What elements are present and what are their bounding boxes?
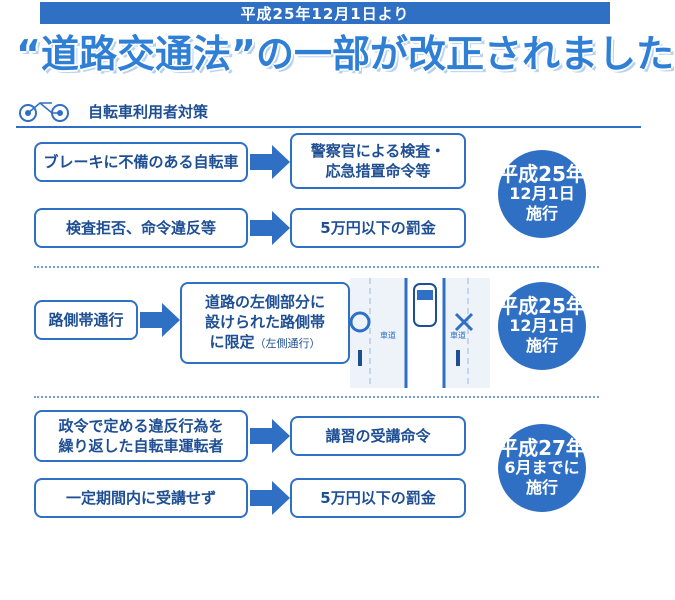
left-side-note: （左側通行） [254, 337, 321, 350]
not-attended-box: 一定期間内に受講せず [34, 478, 248, 518]
repeat-offender-box: 政令で定める違反行為を 繰り返した自転車運転者 [34, 410, 248, 462]
roadside-strip-label: 路側帯通行 [48, 311, 124, 329]
date-banner: 平成25年12月1日より [40, 2, 610, 24]
badge-2-line1: 平成25年 [498, 294, 586, 318]
left-side-limit-line2: 設けられた路側帯 [204, 313, 325, 331]
repeat-offender-line2: 繰り返した自転車運転者 [58, 437, 224, 455]
not-attended-label: 一定期間内に受講せず [65, 489, 216, 507]
inspection-order-line2: 応急措置命令等 [325, 162, 431, 180]
brake-defect-box: ブレーキに不備のある自転車 [34, 142, 248, 182]
lane-label-left: 車道 [380, 330, 396, 340]
arrow-right-icon [250, 419, 290, 453]
arrow-right-icon [250, 481, 290, 515]
page-title: “道路交通法”の一部が改正されました [16, 32, 674, 76]
refusal-label: 検査拒否、命令違反等 [65, 219, 216, 237]
inspection-order-line1: 警察官による検査・ [310, 142, 446, 160]
badge-3-line3: 施行 [525, 478, 558, 497]
left-side-limit-line1: 道路の左側部分に [204, 293, 325, 311]
effective-date-badge-3: 平成27年 6月までに 施行 [498, 424, 586, 512]
brake-defect-label: ブレーキに不備のある自転車 [43, 153, 239, 171]
arrow-right-icon [250, 145, 290, 179]
badge-2-line3: 施行 [525, 336, 558, 355]
badge-1-line2: 12月1日 [509, 184, 575, 203]
section-header: 自転車利用者対策 [16, 96, 641, 128]
effective-date-badge-2: 平成25年 12月1日 施行 [498, 282, 586, 370]
left-side-limit-line3: に限定（左側通行） [209, 332, 320, 354]
course-order-box: 講習の受講命令 [290, 416, 466, 456]
lane-label-right: 車道 [450, 330, 466, 340]
section-title: 自転車利用者対策 [88, 102, 209, 121]
badge-1-line3: 施行 [525, 204, 558, 223]
fine-box-1: 5万円以下の罰金 [290, 208, 466, 248]
badge-3-line2: 6月までに [504, 458, 580, 477]
inspection-order-box: 警察官による検査・ 応急措置命令等 [290, 133, 466, 189]
arrow-right-icon [250, 211, 290, 245]
fine-label-2: 5万円以下の罰金 [320, 489, 436, 507]
refusal-box: 検査拒否、命令違反等 [34, 208, 248, 248]
bicycle-icon [19, 102, 69, 122]
fine-box-2: 5万円以下の罰金 [290, 478, 466, 518]
badge-3-line1: 平成27年 [498, 436, 586, 460]
divider [34, 396, 599, 398]
left-side-limit-box: 道路の左側部分に 設けられた路側帯 に限定（左側通行） [180, 282, 350, 364]
arrow-right-icon [140, 303, 180, 337]
badge-2-line2: 12月1日 [509, 316, 575, 335]
road-diagram: 車道 車道 [350, 278, 490, 388]
course-order-label: 講習の受講命令 [325, 427, 431, 445]
repeat-offender-line1: 政令で定める違反行為を [58, 417, 224, 435]
effective-date-badge-1: 平成25年 12月1日 施行 [498, 150, 586, 238]
fine-label-1: 5万円以下の罰金 [320, 219, 436, 237]
roadside-strip-box: 路側帯通行 [34, 300, 138, 340]
divider [34, 266, 599, 268]
badge-1-line1: 平成25年 [498, 162, 586, 186]
left-side-limit-text: に限定 [209, 333, 255, 351]
